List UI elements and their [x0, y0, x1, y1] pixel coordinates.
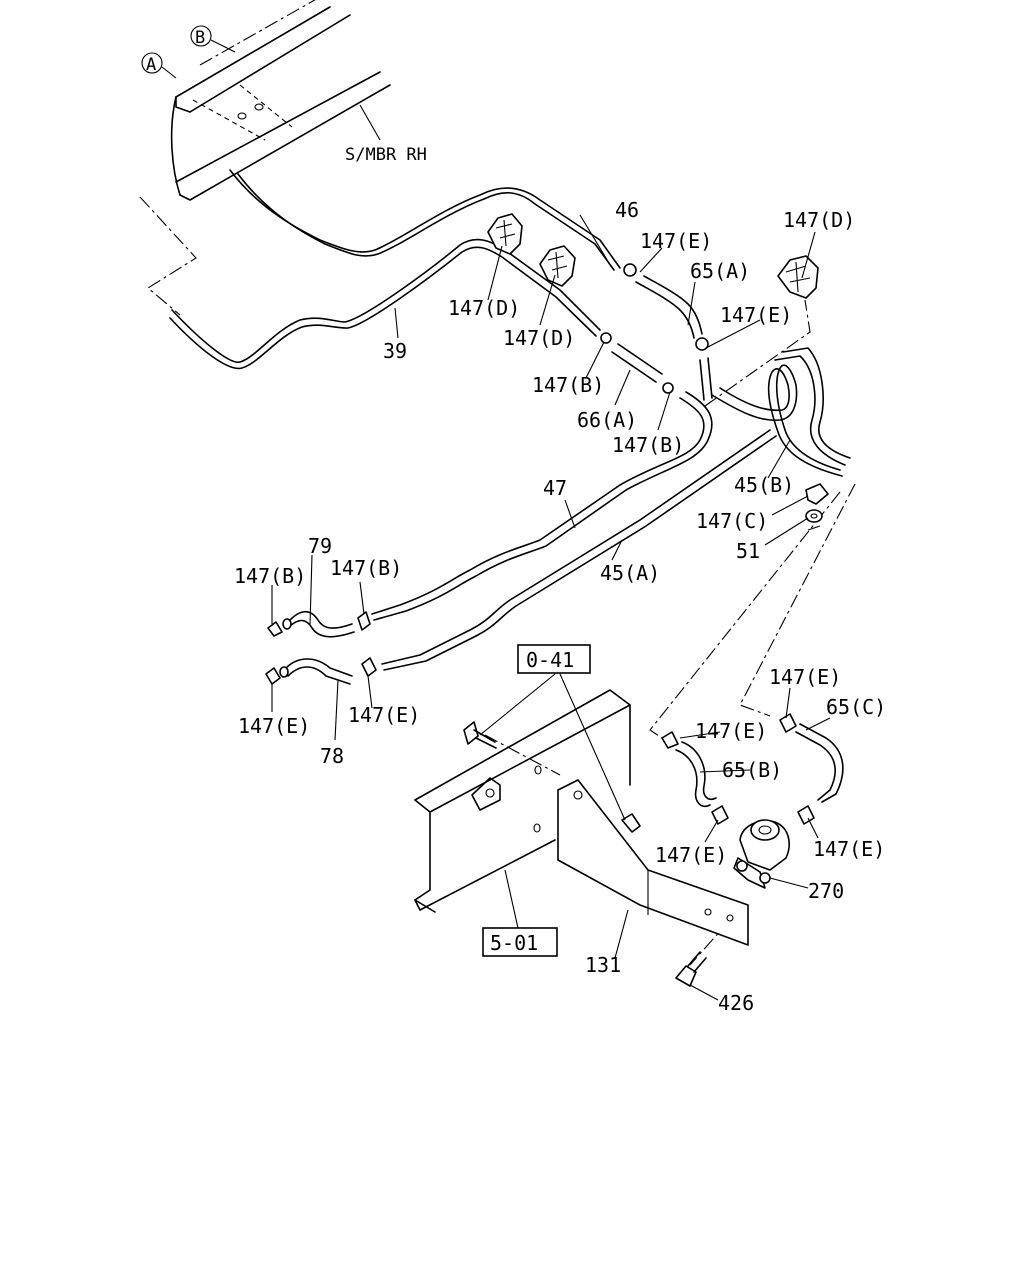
bolt-426	[675, 951, 707, 987]
pipe-47	[371, 391, 713, 621]
label-147d-2: 147(D)	[448, 296, 520, 320]
circle-ref-a: A	[141, 52, 177, 79]
label-147b-2: 147(B)	[612, 433, 684, 457]
label-65c: 65(C)	[826, 695, 886, 719]
label-147e-1: 147(E)	[640, 229, 712, 253]
guide-lines	[139, 196, 856, 966]
clip-147d-1	[487, 213, 523, 255]
hose-65b	[661, 731, 729, 825]
fuel-filter-270	[733, 819, 790, 889]
nut-0-41	[621, 813, 641, 833]
label-147e-3: 147(E)	[238, 714, 310, 738]
bolt-0-41	[463, 721, 497, 749]
label-147c: 147(C)	[696, 509, 768, 533]
label-47: 47	[543, 476, 567, 500]
label-147e-7: 147(E)	[655, 843, 727, 867]
label-131: 131	[585, 953, 621, 977]
label-51: 51	[736, 539, 760, 563]
clip-147d-3	[777, 255, 819, 299]
label-147b-4: 147(B)	[330, 556, 402, 580]
circle-ref-b-text: B	[195, 28, 205, 48]
hose-79	[267, 610, 371, 638]
label-147e-8: 147(E)	[813, 837, 885, 861]
frame-crossmember	[414, 689, 631, 913]
hose-66a	[600, 332, 674, 394]
pipe-46	[229, 169, 621, 271]
pipe-45a	[381, 429, 777, 671]
label-78: 78	[320, 744, 344, 768]
circle-ref-a-text: A	[146, 55, 156, 75]
clip-147d-2	[539, 245, 576, 287]
label-147d-1: 147(D)	[783, 208, 855, 232]
hose-65c	[779, 713, 844, 825]
circle-ref-b: B	[190, 25, 236, 53]
label-39: 39	[383, 339, 407, 363]
label-147e-4: 147(E)	[348, 703, 420, 727]
ref-box-5-01-text: 5-01	[490, 931, 538, 955]
label-147e-6: 147(E)	[695, 719, 767, 743]
ref-box-0-41-text: 0-41	[526, 648, 574, 672]
label-65a: 65(A)	[690, 259, 750, 283]
label-147d-3: 147(D)	[503, 326, 575, 350]
label-270: 270	[808, 879, 844, 903]
label-66a: 66(A)	[577, 408, 637, 432]
side-member-label: S/MBR RH	[345, 145, 427, 165]
part-labels: 46 147(E) 65(A) 147(D) 147(D) 147(D) 147…	[234, 198, 886, 1015]
label-426: 426	[718, 991, 754, 1015]
clip-147c	[805, 483, 829, 505]
bracket-131	[557, 779, 749, 946]
grommet-51	[805, 509, 823, 523]
leader-lines	[271, 214, 831, 1001]
label-45b: 45(B)	[734, 473, 794, 497]
ref-box-5-01: 5-01	[482, 869, 558, 957]
label-147b-3: 147(B)	[234, 564, 306, 588]
pipe-39	[169, 238, 601, 370]
label-45a: 45(A)	[600, 561, 660, 585]
label-79: 79	[308, 534, 332, 558]
label-147e-2: 147(E)	[720, 303, 792, 327]
hose-78	[265, 657, 377, 685]
pipe-45b	[711, 347, 851, 477]
ref-box-0-41: 0-41	[479, 644, 626, 821]
label-147e-5: 147(E)	[769, 665, 841, 689]
label-46: 46	[615, 198, 639, 222]
hose-65a	[623, 263, 713, 401]
label-65b: 65(B)	[722, 758, 782, 782]
side-member-rh	[170, 0, 391, 201]
label-147b-1: 147(B)	[532, 373, 604, 397]
